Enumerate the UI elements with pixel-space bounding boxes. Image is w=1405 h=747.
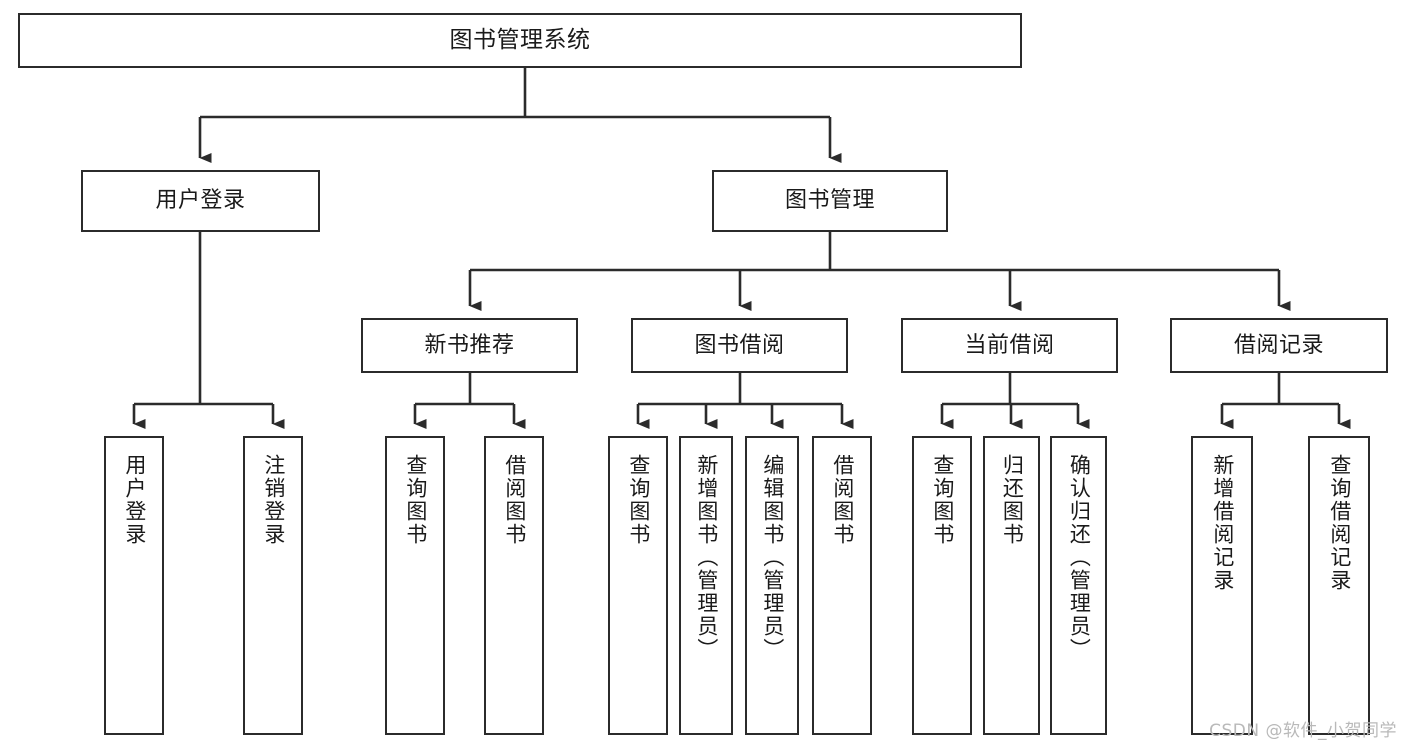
node-leaf-query-book-2-label: 查询图书 xyxy=(626,454,651,546)
node-leaf-return-book-label: 归还图书 xyxy=(1000,454,1025,546)
node-leaf-add-record[interactable]: 新增借阅记录 xyxy=(1191,436,1253,735)
node-leaf-user-login[interactable]: 用户登录 xyxy=(104,436,164,735)
node-leaf-edit-book-label: 编辑图书（管理员） xyxy=(760,454,785,661)
node-user-login[interactable]: 用户登录 xyxy=(81,170,320,232)
node-leaf-confirm-return[interactable]: 确认归还（管理员） xyxy=(1050,436,1107,735)
node-book-borrow[interactable]: 图书借阅 xyxy=(631,318,848,373)
node-leaf-edit-book[interactable]: 编辑图书（管理员） xyxy=(745,436,799,735)
node-leaf-query-book-1-label: 查询图书 xyxy=(403,454,428,546)
node-leaf-borrow-book-1-label: 借阅图书 xyxy=(502,454,527,546)
node-borrow-record[interactable]: 借阅记录 xyxy=(1170,318,1388,373)
node-book-manage-label: 图书管理 xyxy=(784,188,875,214)
node-book-manage[interactable]: 图书管理 xyxy=(712,170,948,232)
node-leaf-user-logout-label: 注销登录 xyxy=(261,454,286,546)
node-leaf-borrow-book-2-label: 借阅图书 xyxy=(830,454,855,546)
node-leaf-query-record-label: 查询借阅记录 xyxy=(1327,454,1352,592)
node-root[interactable]: 图书管理系统 xyxy=(18,13,1022,68)
node-leaf-return-book[interactable]: 归还图书 xyxy=(983,436,1040,735)
node-leaf-add-book[interactable]: 新增图书（管理员） xyxy=(679,436,733,735)
node-book-borrow-label: 图书借阅 xyxy=(694,332,785,358)
node-borrow-record-label: 借阅记录 xyxy=(1233,332,1324,358)
node-leaf-query-book-3-label: 查询图书 xyxy=(930,454,955,546)
node-leaf-add-book-label: 新增图书（管理员） xyxy=(694,454,719,661)
node-new-book-rec[interactable]: 新书推荐 xyxy=(361,318,578,373)
node-current-borrow[interactable]: 当前借阅 xyxy=(901,318,1118,373)
watermark: CSDN @软件_小贺同学 xyxy=(1209,721,1397,741)
node-root-label: 图书管理系统 xyxy=(449,27,591,54)
node-current-borrow-label: 当前借阅 xyxy=(964,332,1055,358)
node-user-login-label: 用户登录 xyxy=(155,188,246,214)
node-leaf-add-record-label: 新增借阅记录 xyxy=(1210,454,1235,592)
node-leaf-query-book-3[interactable]: 查询图书 xyxy=(912,436,972,735)
node-leaf-query-book-2[interactable]: 查询图书 xyxy=(608,436,668,735)
node-leaf-confirm-return-label: 确认归还（管理员） xyxy=(1067,454,1092,661)
node-leaf-user-logout[interactable]: 注销登录 xyxy=(243,436,303,735)
node-leaf-borrow-book-1[interactable]: 借阅图书 xyxy=(484,436,544,735)
node-new-book-rec-label: 新书推荐 xyxy=(424,332,515,358)
node-leaf-user-login-label: 用户登录 xyxy=(122,454,147,546)
node-leaf-query-record[interactable]: 查询借阅记录 xyxy=(1308,436,1370,735)
node-leaf-query-book-1[interactable]: 查询图书 xyxy=(385,436,445,735)
node-leaf-borrow-book-2[interactable]: 借阅图书 xyxy=(812,436,872,735)
